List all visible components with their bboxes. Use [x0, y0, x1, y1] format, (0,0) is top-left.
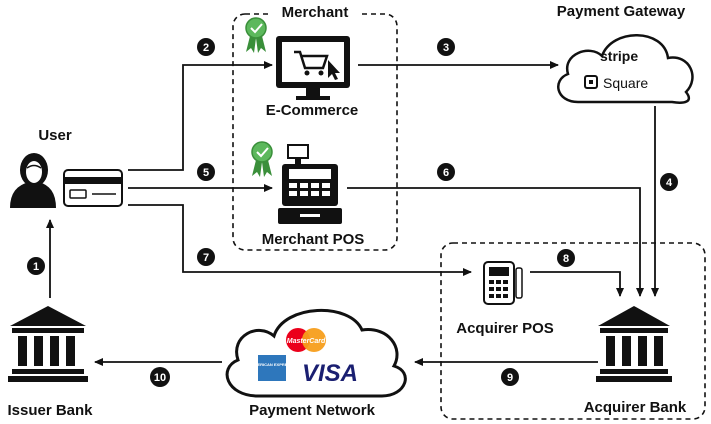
ecommerce-label: E-Commerce	[266, 102, 359, 119]
payment-gateway-cloud: stripe Square	[557, 34, 694, 104]
merchant-group-box	[232, 13, 398, 251]
step-badge-2: 2	[197, 38, 215, 56]
svg-text:6: 6	[443, 167, 449, 179]
mastercard-logo: MasterCard	[286, 328, 326, 352]
arrow-step-7	[128, 204, 472, 276]
payment-network-cloud: MasterCard AMERICAN EXPRESS VISA	[225, 309, 407, 398]
flow-arrows	[46, 61, 659, 366]
visa-logo: VISA	[302, 360, 358, 387]
shopping-cart-icon	[294, 50, 329, 76]
svg-text:10: 10	[154, 372, 166, 384]
step-badge-10: 10	[150, 367, 170, 387]
certified-badge-icon	[251, 141, 273, 177]
step-badge-8: 8	[557, 249, 575, 267]
acquirer-bank-label: Acquirer Bank	[584, 399, 687, 416]
certified-badge-icon	[245, 17, 267, 53]
svg-text:7: 7	[203, 252, 209, 264]
arrow-step-8	[530, 271, 624, 297]
credit-card-icon	[63, 169, 123, 207]
svg-text:AMERICAN EXPRESS: AMERICAN EXPRESS	[251, 362, 293, 367]
arrow-step-6	[347, 187, 644, 297]
step-badge-7: 7	[197, 248, 215, 266]
step-badge-3: 3	[437, 38, 455, 56]
svg-text:5: 5	[203, 167, 209, 179]
merchant-label: Merchant	[282, 4, 349, 21]
step-badge-5: 5	[197, 163, 215, 181]
step-badge-6: 6	[437, 163, 455, 181]
svg-text:MasterCard: MasterCard	[287, 338, 326, 345]
svg-text:2: 2	[203, 42, 209, 54]
merchant-label-bg	[268, 2, 362, 22]
svg-text:1: 1	[33, 261, 39, 273]
step-badge-4: 4	[660, 173, 678, 191]
acquirer-group-box	[440, 242, 706, 420]
ecommerce-monitor-icon	[276, 36, 350, 100]
acquirer-bank-icon	[596, 306, 672, 382]
stripe-logo: stripe	[600, 48, 638, 64]
issuer-bank-icon	[8, 306, 88, 382]
step-badge-9: 9	[501, 368, 519, 386]
svg-text:9: 9	[507, 372, 513, 384]
user-icon	[10, 153, 56, 208]
cursor-icon	[328, 60, 340, 80]
payment-gateway-label: Payment Gateway	[557, 3, 686, 20]
svg-text:4: 4	[666, 177, 673, 189]
step-badge-1: 1	[27, 257, 45, 275]
payment-network-label: Payment Network	[249, 402, 376, 419]
step-badges: 1 2 3 4 5 6 7 8 9 10	[27, 38, 678, 387]
cash-register-icon	[278, 144, 342, 224]
square-logo: Square	[603, 75, 648, 91]
square-logo-icon	[584, 75, 598, 89]
user-label: User	[38, 127, 72, 144]
svg-text:3: 3	[443, 42, 449, 54]
merchant-pos-label: Merchant POS	[262, 231, 365, 248]
card-terminal-icon	[483, 261, 523, 305]
issuer-bank-label: Issuer Bank	[7, 402, 93, 419]
amex-logo: AMERICAN EXPRESS	[251, 355, 293, 381]
acquirer-pos-label: Acquirer POS	[456, 320, 554, 337]
arrow-step-2	[128, 61, 273, 171]
svg-text:8: 8	[563, 253, 569, 265]
